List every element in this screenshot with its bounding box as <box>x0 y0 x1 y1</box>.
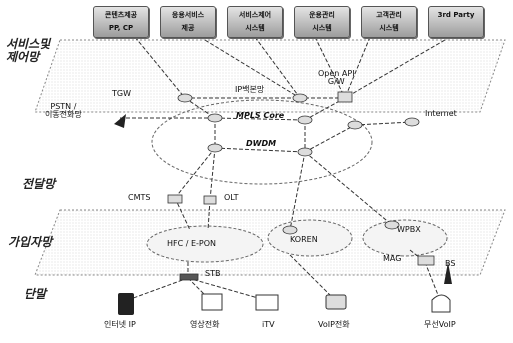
terminal-label-internet-ip: 인터넷 IP <box>104 320 136 329</box>
router-node <box>282 225 298 235</box>
router-nodes <box>167 91 435 281</box>
router-node <box>292 93 308 103</box>
mag-label: MAG <box>383 254 402 263</box>
router-node <box>207 113 223 123</box>
voip-phone-icon <box>325 294 347 310</box>
router-node <box>404 117 420 127</box>
router-node <box>177 93 193 103</box>
terminal-label-video-call: 영상전화 <box>190 320 220 329</box>
terminal-label-wireless-voip: 무선VoIP <box>424 320 456 329</box>
hfc-label: HFC / E-PON <box>167 239 217 248</box>
tv-icon <box>255 294 279 311</box>
video-phone-icon <box>201 293 223 311</box>
cmts-device <box>167 194 183 204</box>
router-node <box>347 120 363 130</box>
koren-label: KOREN <box>290 235 318 244</box>
stb-label: STB <box>205 269 221 278</box>
wpbx-device <box>417 255 435 266</box>
layer-label-terminal: 단말 <box>24 287 47 301</box>
backbone-cloud <box>151 99 373 185</box>
wpbx-cloud <box>362 219 448 257</box>
olt-label: OLT <box>224 193 239 202</box>
pstn-label: PSTN /이동전화망 <box>45 102 82 120</box>
router-node <box>297 147 313 157</box>
olt-device <box>203 195 217 205</box>
router-node <box>384 220 400 230</box>
stb-device <box>179 273 199 281</box>
terminal-label-voip: VoIP전화 <box>318 320 350 329</box>
terminal-label-itv: iTV <box>262 320 275 329</box>
wireless-phone-icon <box>431 294 451 313</box>
service-box-third-party: 3rd Party <box>428 6 484 38</box>
dwdm-label: DWDM <box>246 139 277 148</box>
links <box>120 36 451 301</box>
wpbx-label: WPBX <box>397 225 421 234</box>
layer-label-access: 가입자망 <box>8 235 53 249</box>
bs-label: BS <box>445 259 456 268</box>
tgw-label: TGW <box>112 89 131 98</box>
router-node <box>297 115 313 125</box>
service-layer-plane <box>34 39 506 113</box>
mpls-core-label: MPLS Core <box>236 111 285 120</box>
pstn-antenna-icon <box>114 114 126 128</box>
server-icon <box>118 293 134 315</box>
hfc-cloud <box>146 225 264 263</box>
internet-label: Internet <box>425 109 457 118</box>
layer-label-transport: 전달망 <box>22 177 56 191</box>
cmts-label: CMTS <box>128 193 151 202</box>
base-station-icon <box>444 262 452 284</box>
gateway-node <box>337 91 353 103</box>
router-node <box>207 143 223 153</box>
ip-backbone-label: IP백본망 <box>235 85 265 94</box>
